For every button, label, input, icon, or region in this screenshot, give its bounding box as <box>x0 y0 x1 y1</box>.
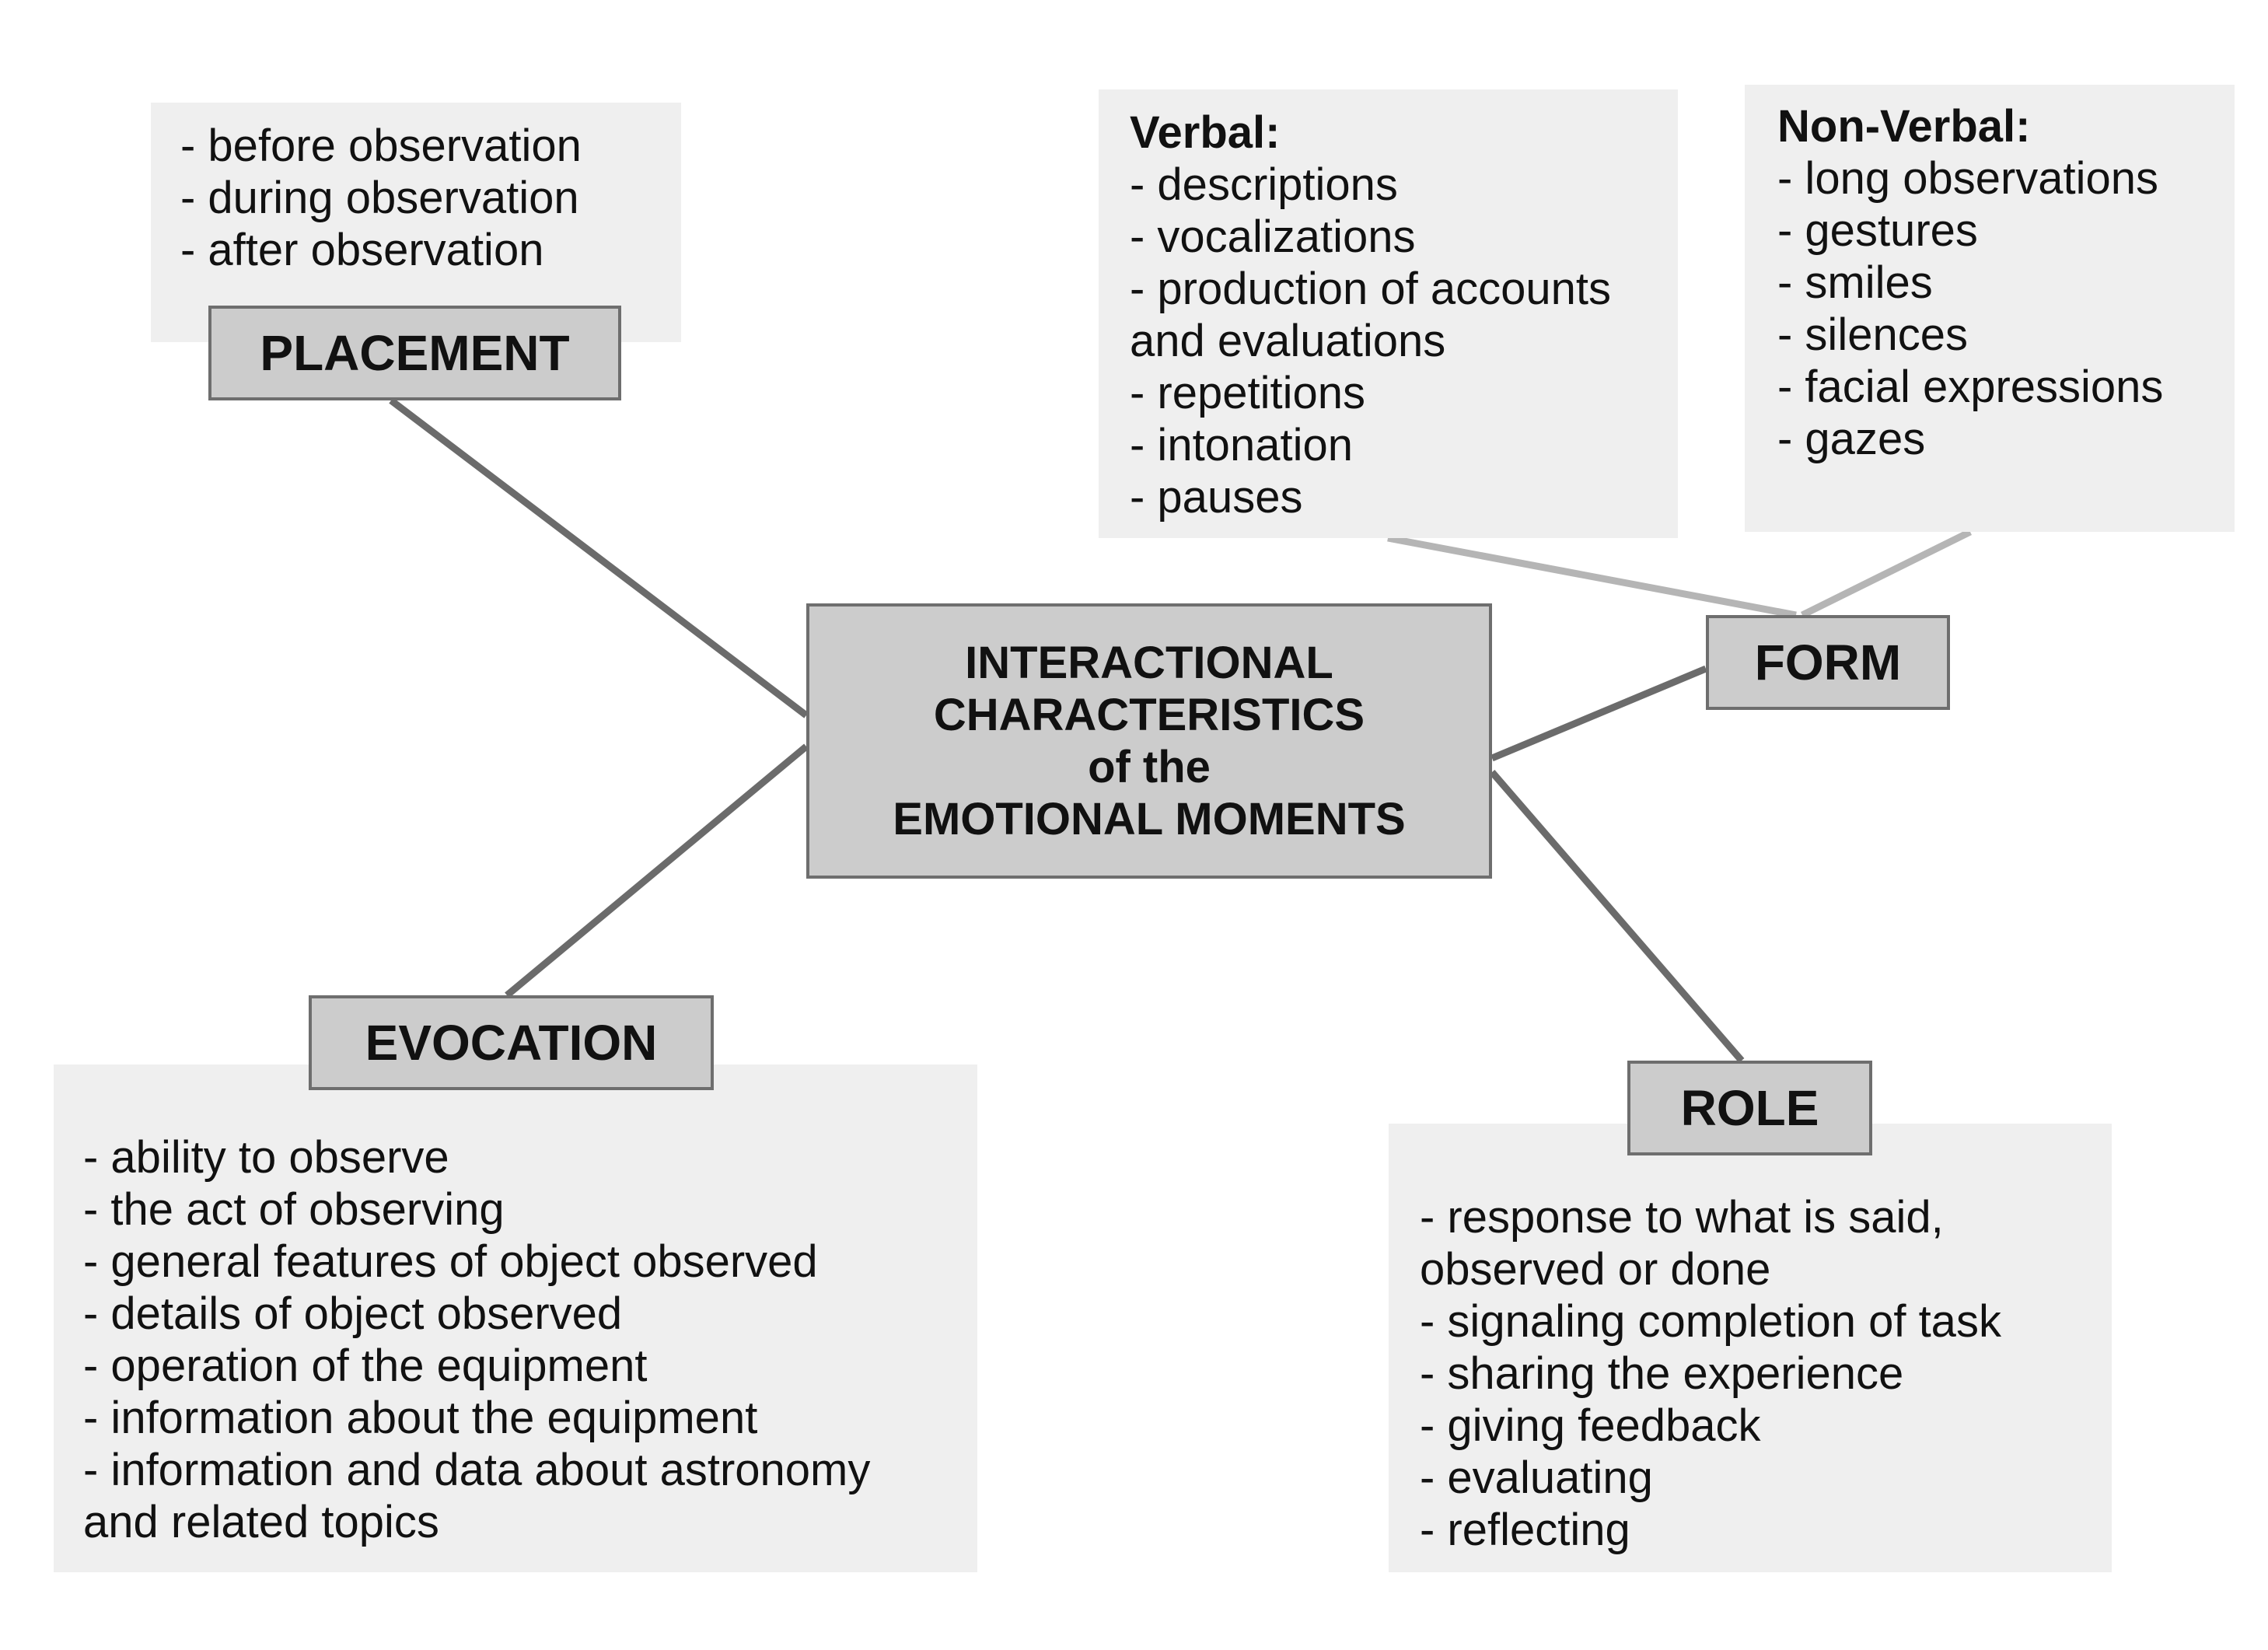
role-item: observed or done <box>1420 1244 1771 1295</box>
role-node: ROLE <box>1627 1061 1872 1155</box>
central-node-line: INTERACTIONAL <box>965 638 1333 688</box>
verbal-item: - repetitions <box>1130 368 1366 418</box>
evocation-item: - the act of observing <box>83 1184 505 1235</box>
placement-node: PLACEMENT <box>208 306 621 400</box>
evocation-item: - ability to observe <box>83 1132 449 1183</box>
nonverbal-item: - smiles <box>1777 257 1933 308</box>
central-node-line: EMOTIONAL MOMENTS <box>893 794 1406 844</box>
nonverbal-heading: Non-Verbal: <box>1777 101 2031 152</box>
placement-item: - after observation <box>180 225 544 275</box>
role-item: - giving feedback <box>1420 1400 1761 1451</box>
placement-details-box: - before observation - during observatio… <box>151 103 681 342</box>
connector-placement <box>389 397 809 718</box>
placement-item: - during observation <box>180 173 579 223</box>
verbal-details-box: Verbal: - descriptions - vocalizations -… <box>1099 89 1678 538</box>
central-node: INTERACTIONAL CHARACTERISTICS of the EMO… <box>806 603 1492 879</box>
nonverbal-item: - gazes <box>1777 414 1926 464</box>
role-item: - evaluating <box>1420 1452 1653 1503</box>
evocation-item: - general features of object observed <box>83 1236 818 1287</box>
verbal-item: - vocalizations <box>1130 211 1416 262</box>
connector-form <box>1490 665 1707 762</box>
connector-verbal <box>1387 534 1797 619</box>
role-details-box: - response to what is said, observed or … <box>1389 1124 2112 1572</box>
form-node: FORM <box>1706 615 1950 710</box>
role-item: - sharing the experience <box>1420 1348 1904 1399</box>
verbal-item: - descriptions <box>1130 159 1398 210</box>
evocation-details-box: - ability to observe - the act of observ… <box>54 1064 977 1572</box>
nonverbal-item: - silences <box>1777 309 1968 360</box>
role-item: - signaling completion of task <box>1420 1296 2001 1347</box>
placement-item: - before observation <box>180 121 582 171</box>
nonverbal-item: - facial expressions <box>1777 362 2164 412</box>
nonverbal-item: - long observations <box>1777 153 2159 204</box>
connector-role <box>1489 770 1745 1063</box>
evocation-node: EVOCATION <box>309 995 714 1090</box>
evocation-item: - details of object observed <box>83 1288 623 1339</box>
nonverbal-details-box: Non-Verbal: - long observations - gestur… <box>1745 85 2235 532</box>
evocation-item: and related topics <box>83 1497 439 1547</box>
nonverbal-item: - gestures <box>1777 205 1978 256</box>
central-node-line: CHARACTERISTICS <box>933 690 1365 740</box>
verbal-heading: Verbal: <box>1130 107 1281 158</box>
verbal-item: - pauses <box>1130 472 1303 523</box>
evocation-item: - information about the equipment <box>83 1393 758 1443</box>
verbal-item: - production of accounts <box>1130 264 1612 314</box>
connector-evocation <box>505 743 809 998</box>
verbal-item: - intonation <box>1130 420 1353 470</box>
role-item: - reflecting <box>1420 1505 1630 1555</box>
connector-nonverbal <box>1801 528 1972 619</box>
evocation-item: - information and data about astronomy <box>83 1445 871 1495</box>
central-node-line: of the <box>1088 742 1211 792</box>
role-item: - response to what is said, <box>1420 1192 1944 1243</box>
evocation-item: - operation of the equipment <box>83 1341 648 1391</box>
verbal-item: and evaluations <box>1130 316 1446 366</box>
